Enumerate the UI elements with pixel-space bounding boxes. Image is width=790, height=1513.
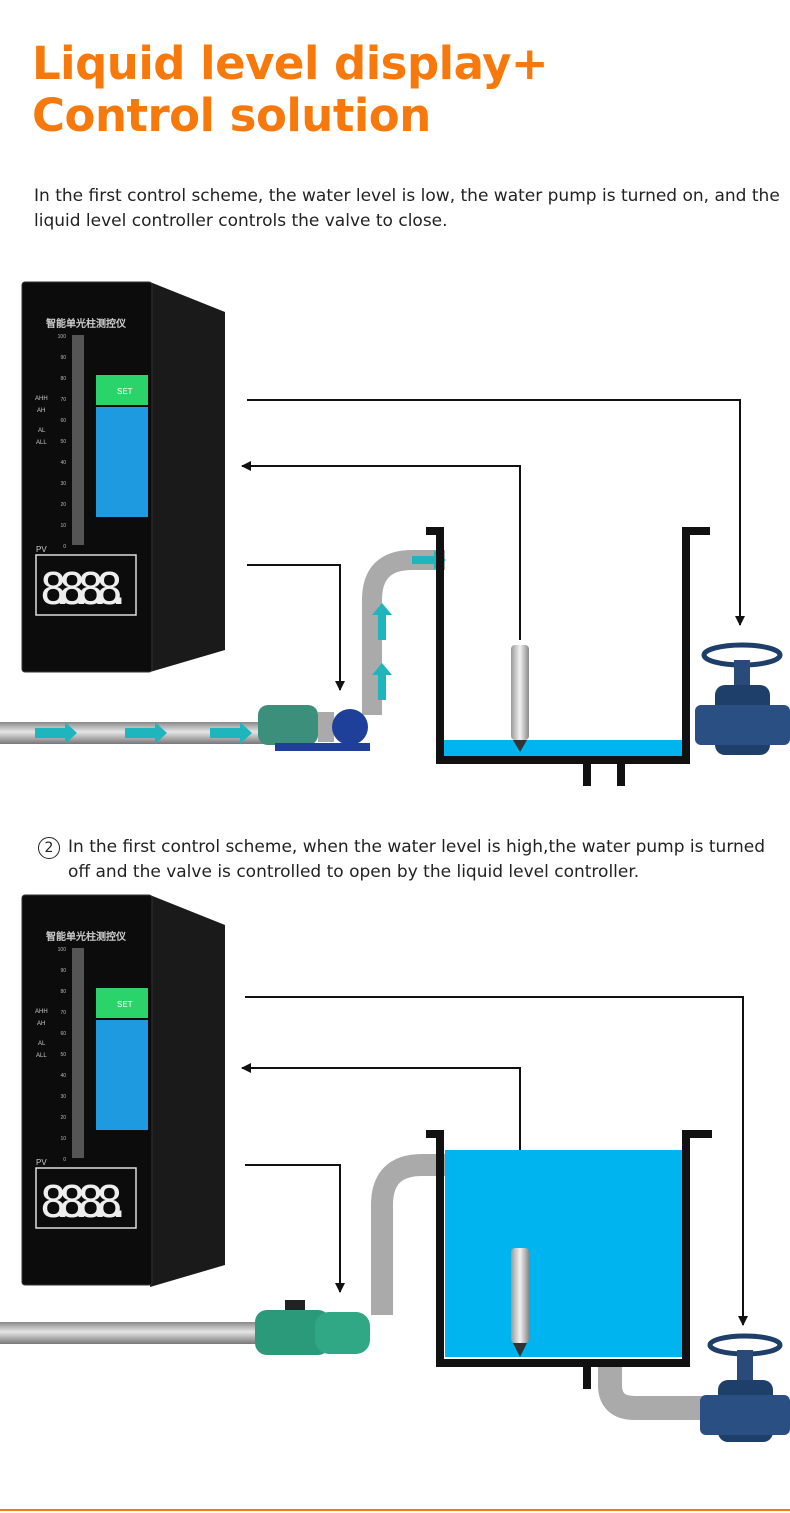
gate-valve-closed: [695, 642, 790, 755]
valve-signal-line: [247, 399, 745, 626]
set-label: SET: [117, 1000, 133, 1009]
alarm-al: AL: [38, 428, 46, 434]
level-sensor: [511, 645, 529, 752]
alarm-all: ALL: [36, 1053, 47, 1059]
water-low: [444, 740, 682, 756]
water-high: [445, 1150, 688, 1357]
tank: [426, 527, 710, 786]
title-line-2: Control solution: [32, 89, 431, 142]
scale-tick-label: 60: [60, 1031, 66, 1037]
bottom-divider: [0, 1509, 790, 1511]
alarm-ah: AH: [37, 1021, 45, 1027]
level-controller-device: 智能单光柱测控仪 SET AHH AH AL ALL PV 8.8.8.8. 1…: [21, 281, 225, 673]
scheme1-caption: In the first control scheme, the water l…: [34, 186, 780, 231]
scheme2-diagram: 智能单光柱测控仪 SET AHH AH AL ALL PV 8.8.8.8. 1…: [0, 894, 790, 1442]
scale-tick-label: 70: [60, 397, 66, 403]
alarm-al: AL: [38, 1041, 46, 1047]
alarm-ahh: AHH: [35, 1009, 48, 1015]
scale-tick-label: 10: [60, 1136, 66, 1142]
scale-tick-label: 80: [60, 989, 66, 995]
tank: [426, 1130, 712, 1389]
title-line-1: Liquid level display+: [32, 37, 549, 90]
pump-signal-line: [247, 564, 345, 691]
drain-pipe: [598, 1367, 705, 1420]
sensor-signal-line: [241, 461, 521, 640]
pump-signal-line: [245, 1164, 345, 1293]
page-title: Liquid level display+Control solution: [32, 37, 549, 142]
device-header: 智能单光柱测控仪: [46, 317, 127, 330]
gate-valve-open: [700, 1333, 790, 1442]
scale-tick-label: 100: [58, 334, 67, 340]
valve-signal-line: [245, 996, 748, 1326]
scale-tick-label: 100: [58, 947, 67, 953]
riser-pipe: [371, 1154, 445, 1315]
scale-tick-label: 70: [60, 1010, 66, 1016]
water-pump-off: [255, 1300, 370, 1355]
scheme2-number: 2: [38, 837, 60, 859]
scale-tick-label: 60: [60, 418, 66, 424]
alarm-all: ALL: [36, 440, 47, 446]
flow-arrows: [35, 550, 446, 744]
scale-tick-label: 40: [60, 460, 66, 466]
scale-tick-label: 30: [60, 1094, 66, 1100]
level-controller-device: 智能单光柱测控仪 SET AHH AH AL ALL PV 8.8.8.8. 1…: [21, 894, 225, 1287]
level-sensor: [511, 1248, 529, 1357]
alarm-ahh: AHH: [35, 396, 48, 402]
scale-tick-label: 10: [60, 523, 66, 529]
scale-tick-label: 20: [60, 502, 66, 508]
pv-label: PV: [36, 545, 47, 554]
scheme2-caption: In the first control scheme, when the wa…: [68, 837, 766, 882]
pv-display: 8.8.8.8.: [40, 1177, 132, 1228]
scale-tick-label: 30: [60, 481, 66, 487]
scale-tick-label: 0: [63, 1157, 66, 1163]
device-header: 智能单光柱测控仪: [46, 930, 127, 943]
scale-tick-label: 40: [60, 1073, 66, 1079]
scheme1-diagram: 智能单光柱测控仪 SET AHH AH AL ALL PV 8.8.8.8. 1…: [0, 281, 790, 786]
set-label: SET: [117, 387, 133, 396]
riser-pipe: [362, 550, 445, 715]
scale-tick-label: 50: [60, 1052, 66, 1058]
water-pump-on: [258, 705, 370, 751]
pv-display: 8.8.8.8.: [40, 564, 132, 615]
alarm-ah: AH: [37, 408, 45, 414]
scale-tick-label: 80: [60, 376, 66, 382]
scale-tick-label: 20: [60, 1115, 66, 1121]
scale-tick-label: 90: [60, 355, 66, 361]
scale-tick-label: 0: [63, 544, 66, 550]
scale-tick-label: 90: [60, 968, 66, 974]
scale-tick-label: 50: [60, 439, 66, 445]
inlet-pipe: [0, 1322, 270, 1344]
pv-label: PV: [36, 1158, 47, 1167]
